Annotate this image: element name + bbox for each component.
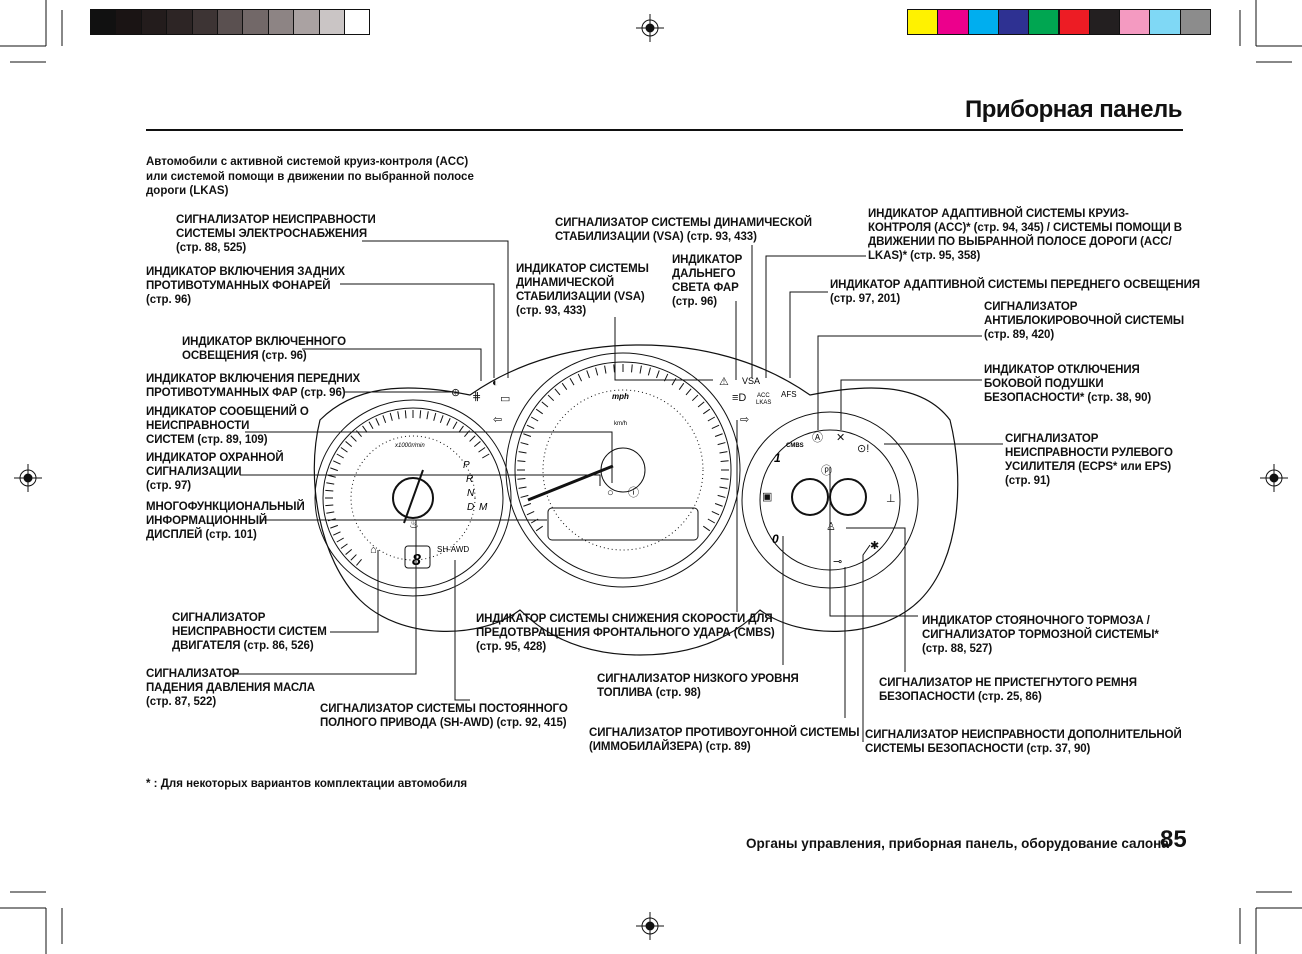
page-title: Приборная панель [964, 96, 1183, 123]
front-fog-icon: ⊛ [451, 387, 460, 399]
acc-icon: ACC [757, 393, 770, 399]
color-swatch [115, 9, 142, 35]
tach-unit: x1000r/min [394, 443, 425, 449]
callout-seatbelt: СИГНАЛИЗАТОР НЕ ПРИСТЕГНУТОГО РЕМНЯ БЕЗО… [879, 677, 1137, 703]
callout-low-fuel: СИГНАЛИЗАТОР НИЗКОГО УРОВНЯ ТОПЛИВА (стр… [597, 673, 799, 699]
shawd-icon: SH-AWD [437, 545, 469, 554]
callout-lights-on: ИНДИКАТОР ВКЛЮЧЕННОГО ОСВЕЩЕНИЯ (стр. 96… [182, 336, 346, 362]
lights-on-icon: ⋕ [472, 391, 481, 403]
color-swatch [1179, 9, 1211, 35]
callout-system-messages: ИНДИКАТОР СООБЩЕНИЙ О НЕИСПРАВНОСТИ СИСТ… [146, 406, 309, 446]
callout-electrical: СИГНАЛИЗАТОР НЕИСПРАВНОСТИ СИСТЕМЫ ЭЛЕКТ… [176, 214, 376, 254]
fuel-gauge-empty: 0 [772, 532, 779, 546]
callout-sh-awd: СИГНАЛИЗАТОР СИСТЕМЫ ПОСТОЯННОГО ПОЛНОГО… [320, 703, 568, 729]
page-number: 85 [1160, 826, 1187, 853]
speed-unit: mph [612, 392, 629, 401]
color-swatch [344, 9, 371, 35]
color-swatch [1058, 9, 1090, 35]
callout-acc-lkas: ИНДИКАТОР АДАПТИВНОЙ СИСТЕМЫ КРУИЗ- КОНТ… [868, 208, 1182, 262]
callout-immobilizer: СИГНАЛИЗАТОР ПРОТИВОУГОННОЙ СИСТЕМЫ (ИММ… [589, 727, 860, 753]
callout-abs: СИГНАЛИЗАТОР АНТИБЛОКИРОВОЧНОЙ СИСТЕМЫ (… [984, 301, 1185, 341]
color-swatch [191, 9, 218, 35]
callout-eps: СИГНАЛИЗАТОР НЕИСПРАВНОСТИ РУЛЕВОГО УСИЛ… [1005, 433, 1173, 487]
battery-icon: ▭ [500, 393, 510, 405]
color-swatch [1149, 9, 1181, 35]
intro-text: Автомобили с активной системой круиз-кон… [146, 156, 474, 197]
immobilizer-icon: ⊸ [833, 556, 842, 568]
fuel-icon: ▣ [762, 491, 772, 503]
cmbs-icon: CMBS [786, 443, 804, 449]
callout-vsa-indicator: ИНДИКАТОР СИСТЕМЫ ДИНАМИЧЕСКОЙ СТАБИЛИЗА… [516, 263, 649, 317]
color-swatch [293, 9, 320, 35]
engine-icon: ⌂ [370, 544, 377, 556]
color-swatch [907, 9, 939, 35]
speed-unit-kmh: km/h [614, 421, 627, 427]
callout-afs: ИНДИКАТОР АДАПТИВНОЙ СИСТЕМЫ ПЕРЕДНЕГО О… [830, 279, 1200, 305]
callout-high-beam: ИНДИКАТОР ДАЛЬНЕГО СВЕТА ФАР (стр. 96) [672, 254, 743, 308]
callout-mid-display: МНОГОФУНКЦИОНАЛЬНЫЙ ИНФОРМАЦИОННЫЙ ДИСПЛ… [146, 501, 305, 541]
parking-brake-icon: ⓟ [821, 464, 832, 477]
callout-parking-brake: ИНДИКАТОР СТОЯНОЧНОГО ТОРМОЗА / СИГНАЛИЗ… [922, 615, 1159, 655]
gear-m: M [479, 502, 488, 513]
vsa-warning-icon: ⚠ [719, 376, 729, 388]
lkas-icon: LKAS [756, 400, 771, 406]
callout-rear-fog: ИНДИКАТОР ВКЛЮЧЕНИЯ ЗАДНИХ ПРОТИВОТУМАНН… [146, 266, 345, 306]
footer-section-title: Органы управления, приборная панель, обо… [746, 836, 1169, 851]
system-msg-icon: ⓘ [628, 486, 639, 499]
color-swatch [1028, 9, 1060, 35]
fuel-gauge-full: 1 [774, 451, 781, 465]
footnote: * : Для некоторых вариантов комплектации… [146, 778, 468, 790]
high-beam-icon: ≡D [732, 392, 746, 404]
callout-security-alarm: ИНДИКАТОР ОХРАННОЙ СИГНАЛИЗАЦИИ (стр. 97… [146, 452, 284, 492]
color-swatch [140, 9, 168, 35]
gear-d: D [467, 502, 474, 513]
vsa-icon: VSA [742, 376, 760, 386]
callout-srs: СИГНАЛИЗАТОР НЕИСПРАВНОСТИ ДОПОЛНИТЕЛЬНО… [865, 729, 1182, 755]
abs-icon: Ⓐ [812, 431, 823, 444]
color-swatch [1119, 9, 1151, 35]
security-icon: ○ [607, 487, 614, 499]
color-swatch [318, 9, 345, 35]
color-swatch [267, 9, 295, 35]
title-rule [146, 129, 1183, 131]
temp-icon: ⊥ [886, 493, 896, 505]
srs-icon: ✱ [870, 540, 879, 552]
afs-icon: AFS [781, 390, 797, 399]
airbag-off-icon: ✕ [836, 432, 845, 444]
color-swatch [90, 9, 117, 35]
eps-icon: ⊙! [857, 443, 869, 455]
callout-vsa-warning: СИГНАЛИЗАТОР СИСТЕМЫ ДИНАМИЧЕСКОЙ СТАБИЛ… [555, 217, 812, 243]
callout-engine: СИГНАЛИЗАТОР НЕИСПРАВНОСТИ СИСТЕМ ДВИГАТ… [172, 612, 327, 652]
rear-fog-icon: ◐ [492, 377, 499, 389]
gear-n: N [467, 488, 475, 499]
arrow-left-icon: ⇦ [493, 414, 502, 426]
gear-r: R [466, 474, 473, 485]
seatbelt-icon: ♙ [826, 521, 836, 533]
callout-oil-pressure: СИГНАЛИЗАТОР ПАДЕНИЯ ДАВЛЕНИЯ МАСЛА (стр… [146, 668, 315, 708]
arrow-right-icon: ⇨ [740, 414, 749, 426]
oil-icon: ♨ [409, 519, 419, 531]
callout-front-fog: ИНДИКАТОР ВКЛЮЧЕНИЯ ПЕРЕДНИХ ПРОТИВОТУМА… [146, 373, 361, 399]
callout-airbag-off: ИНДИКАТОР ОТКЛЮЧЕНИЯ БОКОВОЙ ПОДУШКИ БЕЗ… [984, 364, 1152, 404]
gear-p: P [463, 460, 470, 471]
callout-cmbs: ИНДИКАТОР СИСТЕМЫ СНИЖЕНИЯ СКОРОСТИ ДЛЯ … [476, 613, 775, 653]
